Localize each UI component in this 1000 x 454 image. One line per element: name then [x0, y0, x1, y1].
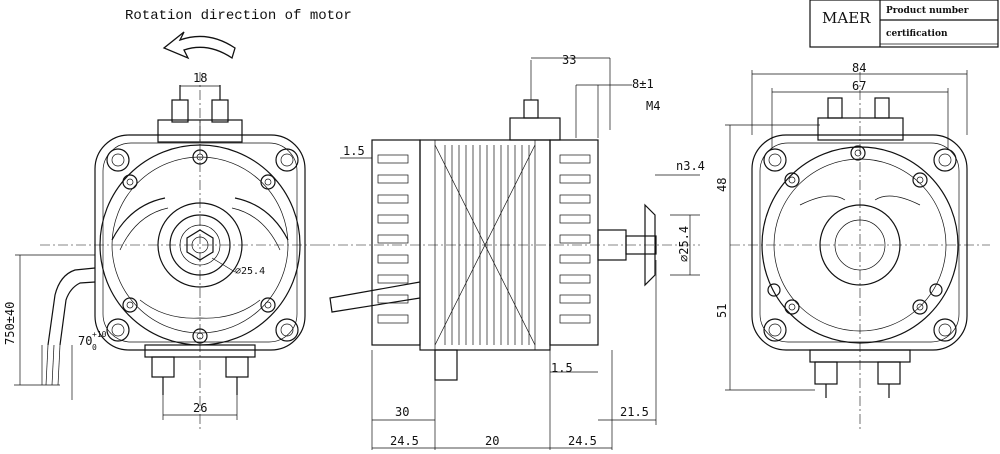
certification-label: certification: [886, 29, 948, 39]
product-number-label: Product number: [886, 6, 969, 16]
dim-b1: 24.5: [390, 434, 419, 448]
dim-shaft: ⌀25.4: [677, 226, 691, 262]
right-view: 84 67 48 51: [715, 61, 990, 430]
dim-flat: 8±1: [632, 77, 654, 91]
left-view: 18 26 ⌀25.4 750±40 70 +10 0: [3, 71, 320, 430]
dim-bottom-terminal: 26: [193, 401, 207, 415]
dim-top-terminal: 18: [193, 71, 207, 85]
dim-hole: n3.4: [676, 159, 705, 173]
brand-label: MAER: [822, 9, 871, 27]
dim-b3: 24.5: [568, 434, 597, 448]
title-block: MAER Product number certification: [809, 0, 999, 48]
dim-b2: 20: [485, 434, 499, 448]
dim-bottom-a: 30: [395, 405, 409, 419]
side-view: 33 8±1 M4 1.5 n3.4 ⌀25.4 1.5 30 21.5 24.…: [320, 53, 705, 450]
dim-cable-length: 750±40: [3, 302, 17, 345]
dim-strip-tol-bottom: 0: [92, 343, 97, 352]
dim-upper: 48: [715, 178, 729, 192]
dim-right-gap: 1.5: [551, 361, 573, 375]
dim-thread: M4: [646, 99, 660, 113]
dim-left-gap: 1.5: [343, 144, 365, 158]
dim-strip-tol-top: +10: [92, 330, 107, 339]
rotation-label: Rotation direction of motor: [125, 8, 352, 24]
dim-lower: 51: [715, 304, 729, 318]
dim-bottom-b: 21.5: [620, 405, 649, 419]
dim-shaft-circle: ⌀25.4: [235, 266, 265, 277]
dim-strip: 70: [78, 334, 92, 348]
dim-inner: 67: [852, 79, 866, 93]
dim-outer: 84: [852, 61, 866, 75]
dim-top: 33: [562, 53, 576, 67]
rotation-arrow-icon: [162, 31, 236, 60]
